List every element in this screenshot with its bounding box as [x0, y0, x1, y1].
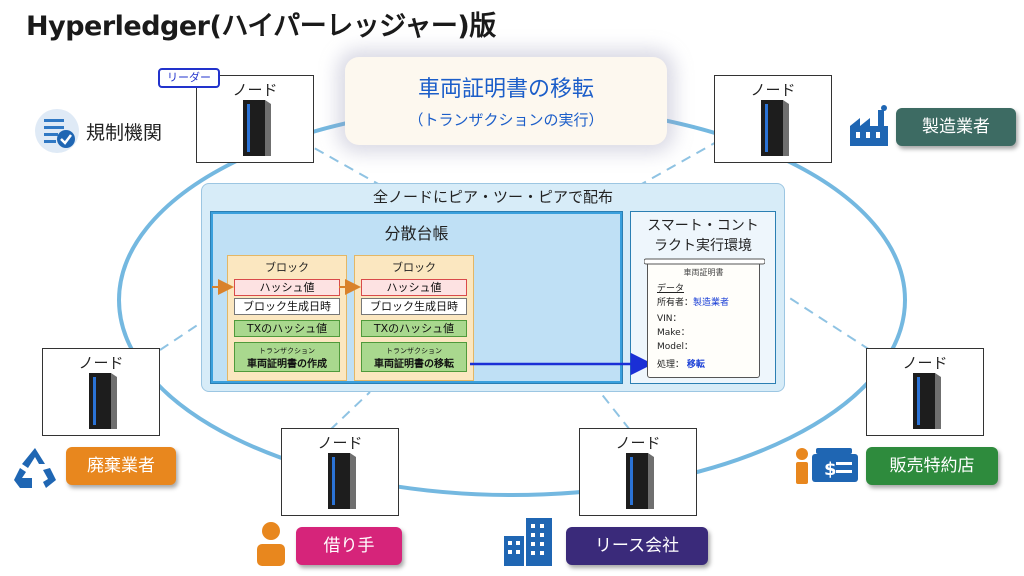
smart-contract-title: スマート・コント ラクト実行環境 [630, 216, 776, 256]
server-icon [328, 453, 356, 509]
tx-name: 車両証明書の移転 [374, 359, 454, 370]
block-head: ブロック [265, 261, 309, 274]
node-scrapper: ノード [42, 348, 160, 436]
block-time: ブロック生成日時 [361, 298, 467, 315]
node-lease: ノード [579, 428, 697, 516]
server-icon [626, 453, 654, 509]
block-hash: ハッシュ値 [234, 279, 340, 296]
svg-text:$: $ [824, 459, 837, 480]
money-icon: $ [796, 448, 858, 484]
block-2: ブロック ハッシュ値 ブロック生成日時 TXのハッシュ値 トランザクション 車両… [354, 255, 474, 381]
block-transaction: トランザクション 車両証明書の移転 [361, 342, 467, 372]
server-icon [89, 373, 117, 429]
page-title: Hyperledger(ハイパーレッジャー)版 [26, 11, 496, 42]
scroll-top-edge [644, 258, 765, 265]
block-time: ブロック生成日時 [234, 298, 340, 315]
document-make: Make： [657, 328, 690, 338]
block-transaction: トランザクション 車両証明書の作成 [234, 342, 340, 372]
ledger-title: 分散台帳 [384, 224, 449, 243]
role-borrower: 借り手 [296, 527, 402, 565]
node-dealer: ノード [866, 348, 984, 436]
tx-small-label: トランザクション [259, 347, 315, 355]
block-tx-hash: TXのハッシュ値 [234, 320, 340, 337]
role-regulator: 規制機関 [86, 122, 163, 144]
transaction-banner: 車両証明書の移転 （トランザクションの実行） [345, 57, 667, 145]
node-label: ノード [317, 434, 363, 452]
tx-small-label: トランザクション [386, 347, 442, 355]
node-label: ノード [232, 81, 278, 99]
panel-title: 全ノードにピア・ツー・ピアで配布 [372, 188, 613, 206]
role-manufacturer: 製造業者 [896, 108, 1016, 146]
owner-label: 所有者： [657, 298, 694, 308]
document-owner-row: 所有者：製造業者 [657, 295, 729, 308]
node-label: ノード [750, 81, 796, 99]
recycle-icon [14, 448, 56, 488]
server-icon [761, 100, 789, 156]
document-data-label: データ [657, 284, 685, 294]
document-process-row: 処理： 移転 [657, 357, 705, 370]
node-leader: ノード [196, 75, 314, 163]
block-head: ブロック [392, 261, 436, 274]
owner-value: 製造業者 [693, 298, 730, 308]
factory-icon [850, 105, 888, 146]
node-label: ノード [902, 354, 948, 372]
person-icon [257, 522, 285, 566]
process-label: 処理： [657, 360, 685, 370]
process-value: 移転 [686, 360, 705, 370]
smart-contract-title-line2: ラクト実行環境 [654, 238, 752, 254]
server-icon [243, 100, 271, 156]
certificate-document: 車両証明書 データ 所有者：製造業者 VIN： Make： Model： 処理：… [644, 258, 765, 378]
node-label: ノード [615, 434, 661, 452]
role-scrapper: 廃棄業者 [66, 447, 176, 485]
node-manufacturer: ノード [714, 75, 832, 163]
server-icon [913, 373, 941, 429]
role-lease: リース会社 [566, 527, 708, 565]
leader-tag: リーダー [158, 68, 220, 88]
building-icon [504, 518, 552, 566]
document-vin: VIN： [657, 314, 682, 324]
banner-subtitle: （トランザクションの実行） [408, 111, 604, 129]
block-hash: ハッシュ値 [361, 279, 467, 296]
node-borrower: ノード [281, 428, 399, 516]
checklist-icon [35, 109, 79, 153]
document-model: Model： [657, 342, 694, 352]
node-label: ノード [78, 354, 124, 372]
tx-name: 車両証明書の作成 [247, 359, 327, 370]
block-1: ブロック ハッシュ値 ブロック生成日時 TXのハッシュ値 トランザクション 車両… [227, 255, 347, 381]
role-dealer: 販売特約店 [866, 447, 998, 485]
block-tx-hash: TXのハッシュ値 [361, 320, 467, 337]
smart-contract-title-line1: スマート・コント [647, 218, 759, 234]
banner-title: 車両証明書の移転 [417, 77, 594, 102]
document-title: 車両証明書 [683, 268, 724, 277]
